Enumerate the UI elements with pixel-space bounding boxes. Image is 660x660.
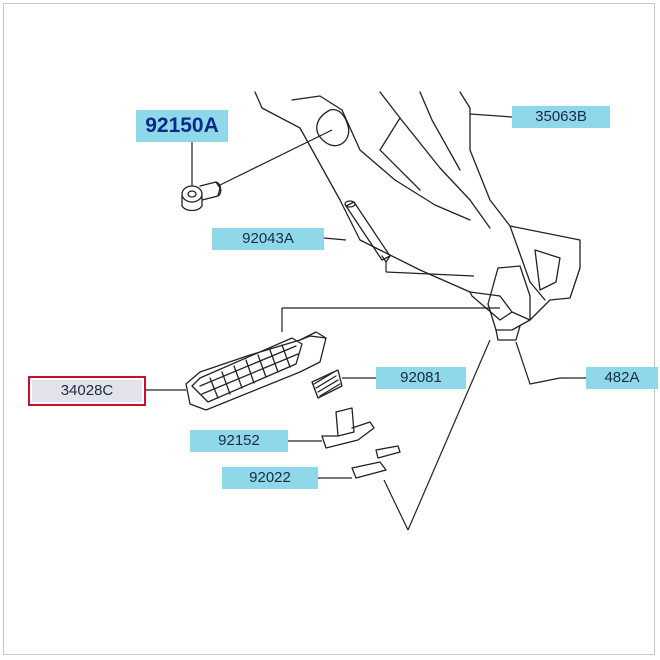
leader-92043A xyxy=(323,237,347,241)
leader-cotter xyxy=(515,341,531,385)
leader-assembly-right xyxy=(407,339,491,531)
clip-part-92022 xyxy=(351,445,401,479)
leader-bolt-to-bracket xyxy=(217,129,333,187)
leader-pin-to-bracket xyxy=(385,271,475,277)
bracket-part-35063B xyxy=(254,91,581,341)
part-label-92043A[interactable]: 92043A xyxy=(212,228,324,250)
leader-35063B xyxy=(469,113,513,118)
bolt-part-92150A xyxy=(181,181,222,212)
part-label-92081[interactable]: 92081 xyxy=(376,367,466,389)
footpeg-part-34028C xyxy=(185,331,327,411)
part-label-92150A[interactable]: 92150A xyxy=(136,110,228,142)
part-label-482A[interactable]: 482A xyxy=(586,367,658,389)
leader-assembly-left xyxy=(383,479,409,531)
part-label-35063B[interactable]: 35063B xyxy=(512,106,610,128)
leader-lines xyxy=(144,113,586,531)
pin-part-92043A xyxy=(344,200,391,263)
spring-part-92081 xyxy=(311,369,343,399)
part-label-92022[interactable]: 92022 xyxy=(222,467,318,489)
part-label-92152[interactable]: 92152 xyxy=(190,430,288,452)
cotter-pin-part-482A xyxy=(529,377,561,385)
part-label-34028C-selected[interactable]: 34028C xyxy=(28,376,146,406)
holder-part-92152 xyxy=(321,407,375,449)
